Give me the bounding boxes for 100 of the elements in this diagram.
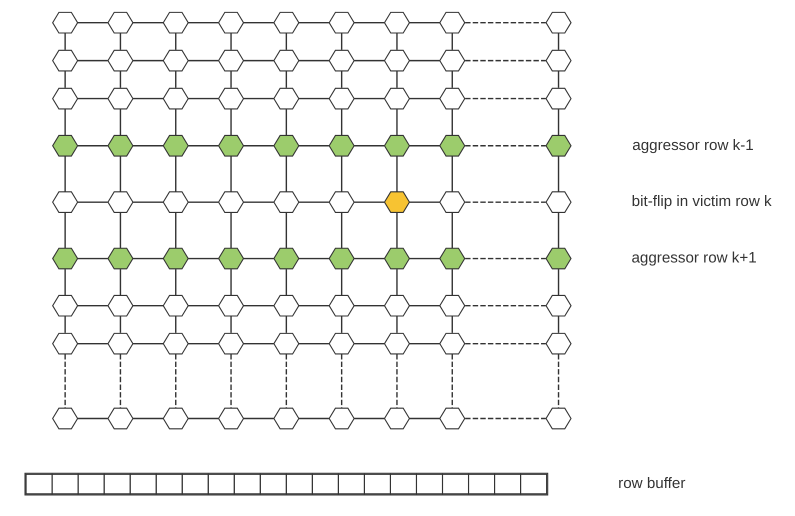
connector	[396, 109, 398, 136]
node-hexagon	[328, 50, 355, 72]
connector	[120, 109, 122, 136]
connector	[188, 22, 218, 24]
connector	[409, 342, 440, 344]
node-hexagon	[384, 248, 410, 270]
connector	[64, 33, 66, 50]
node-hexagon	[273, 332, 300, 355]
connector	[340, 33, 342, 50]
connector	[132, 418, 164, 420]
node-hexagon	[162, 88, 189, 110]
node-hexagon	[218, 191, 244, 213]
connector	[188, 60, 218, 62]
connector	[354, 305, 384, 306]
connector	[558, 269, 560, 296]
node-hexagon	[439, 50, 466, 72]
connector	[175, 354, 176, 408]
connector	[396, 156, 398, 192]
connector	[465, 305, 546, 306]
connector	[409, 22, 440, 24]
connector	[286, 109, 288, 136]
node-hexagon	[384, 88, 410, 110]
connector	[396, 354, 398, 408]
connector	[175, 212, 176, 248]
connector	[340, 316, 342, 333]
connector	[354, 258, 384, 260]
node-hexagon	[218, 134, 244, 157]
connector	[298, 98, 329, 100]
connector	[244, 258, 274, 260]
node-hexagon	[218, 248, 244, 270]
connector	[64, 156, 66, 192]
connector	[120, 269, 122, 296]
node-hexagon	[273, 88, 300, 110]
connector	[396, 33, 398, 50]
connector	[298, 418, 329, 420]
connector	[188, 258, 218, 260]
connector	[132, 201, 164, 203]
node-hexagon	[328, 248, 355, 270]
connector	[64, 269, 66, 296]
connector	[409, 60, 440, 62]
node-hexagon	[107, 12, 134, 34]
node-hexagon	[328, 294, 355, 317]
connector	[465, 342, 546, 344]
connector	[244, 98, 274, 100]
label: aggressor row k+1	[631, 250, 757, 267]
node-hexagon	[162, 408, 189, 430]
connector	[465, 145, 546, 146]
connector	[120, 156, 122, 192]
connector	[230, 109, 232, 136]
connector	[286, 354, 288, 408]
connector	[78, 60, 108, 62]
connector	[409, 145, 440, 146]
node-hexagon	[439, 12, 466, 34]
connector	[465, 60, 546, 62]
connector	[78, 145, 108, 146]
node-hexagon	[218, 294, 244, 317]
connector	[465, 22, 546, 24]
node-hexagon	[545, 332, 572, 355]
connector	[188, 201, 218, 203]
node-hexagon	[439, 332, 466, 355]
connector	[132, 22, 164, 24]
connector	[286, 212, 288, 248]
connector	[78, 342, 108, 344]
node-hexagon	[162, 332, 189, 355]
node-hexagon	[162, 294, 189, 317]
node-hexagon	[218, 12, 244, 34]
connector	[354, 60, 384, 62]
node-hexagon	[52, 134, 78, 157]
connector	[188, 305, 218, 306]
node-hexagon	[384, 12, 410, 34]
connector	[244, 145, 274, 146]
connector	[286, 156, 288, 192]
node-hexagon	[218, 88, 244, 110]
connector	[64, 109, 66, 136]
node-hexagon	[52, 50, 78, 72]
connector	[175, 269, 176, 296]
node-hexagon	[328, 88, 355, 110]
node-hexagon	[52, 12, 78, 34]
node-hexagon	[107, 134, 134, 157]
connector	[244, 342, 274, 344]
node-hexagon	[439, 134, 466, 157]
node-hexagon	[218, 408, 244, 430]
connector	[409, 201, 440, 203]
node-hexagon	[52, 294, 78, 317]
connector	[230, 33, 232, 50]
connector	[132, 145, 164, 146]
node-hexagon	[439, 88, 466, 110]
node-hexagon	[545, 408, 572, 430]
connector	[409, 418, 440, 420]
connector	[298, 60, 329, 62]
connector	[452, 109, 453, 136]
node-hexagon	[107, 332, 134, 355]
node-hexagon	[273, 12, 300, 34]
connector	[465, 418, 546, 420]
connector	[175, 71, 176, 88]
connector	[465, 258, 546, 260]
connector	[396, 316, 398, 333]
connector	[230, 71, 232, 88]
node-hexagon	[273, 134, 300, 157]
node-hexagon	[439, 408, 466, 430]
